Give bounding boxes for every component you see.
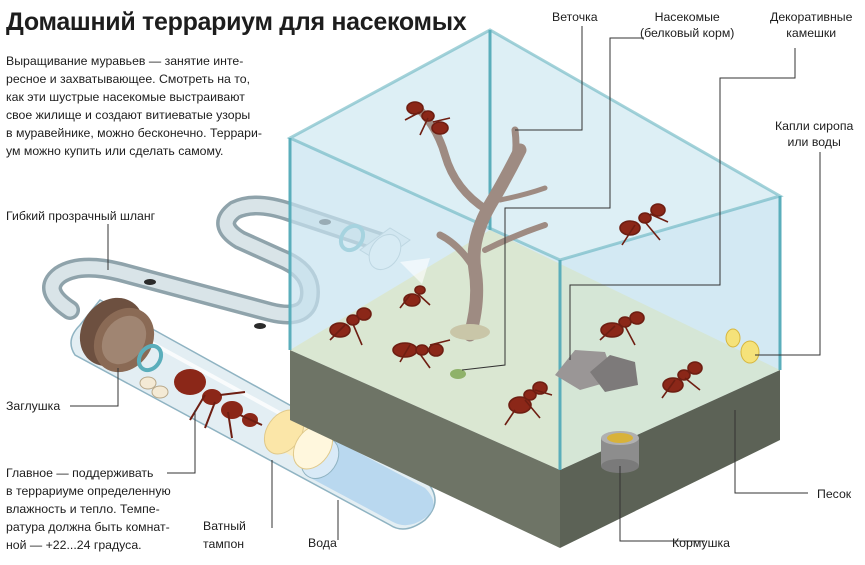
page-title: Домашний террариум для насекомых [6,8,467,36]
label-insects: Насекомые (белковый корм) [640,9,734,41]
note-line: ратура должна быть комнат- [6,520,170,534]
label-stones: Декоративные камешки [770,9,852,41]
intro-text: Выращивание муравьев — занятие инте- рес… [6,52,262,160]
label-cotton: Ватный тампон [203,517,246,553]
intro-line: ресное и захватывающее. Смотреть на то, [6,72,251,86]
label-feeder: Кормушка [672,536,730,550]
intro-line: как эти шустрые насекомые выстраивают [6,90,245,104]
twig [416,106,548,342]
label-plug: Заглушка [6,399,61,413]
label-syrup: Капли сиропа или воды [775,118,853,150]
label-insects-line1: Насекомые [654,10,720,24]
intro-line: свое жилище и создают витиеватые узоры [6,108,251,122]
note-line: ной — +22...24 градуса. [6,538,142,552]
care-note: Главное — поддерживать в террариуме опре… [6,464,196,554]
label-twig: Веточка [552,10,598,24]
syrup-drops [725,328,760,364]
terrarium [286,28,784,548]
label-cotton-line2: тампон [203,537,245,551]
leader-lines [70,26,821,542]
label-syrup-line1: Капли сиропа [775,119,854,133]
note-line: влажность и тепло. Темпе- [6,502,160,516]
note-line: в террариуме определенную [6,484,171,498]
decorative-stones [555,350,638,392]
intro-line: Выращивание муравьев — занятие инте- [6,54,244,68]
label-stones-line1: Декоративные [770,10,853,24]
ants [329,101,703,426]
label-cotton-line1: Ватный [203,519,246,533]
label-sand: Песок [817,487,852,501]
label-insects-line2: (белковый корм) [640,26,735,40]
note-line: Главное — поддерживать [6,466,154,480]
stopper [79,297,164,373]
insect-food [450,369,466,379]
intro-line: ум можно купить или сделать самому. [6,144,224,158]
queen-ant [174,369,263,439]
label-hose: Гибкий прозрачный шланг [6,209,156,223]
test-tube [70,297,436,530]
label-stones-line2: камешки [786,26,837,40]
label-syrup-line2: или воды [787,135,841,149]
label-water: Вода [308,536,337,550]
intro-line: в муравейнике, можно бесконечно. Террари… [6,126,262,140]
